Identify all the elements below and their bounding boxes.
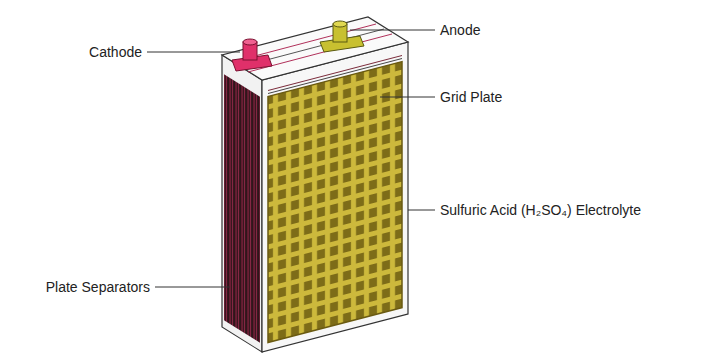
anode-terminal xyxy=(320,21,364,52)
part-label: Cathode xyxy=(89,44,142,61)
leader-line xyxy=(380,97,435,98)
leader-line xyxy=(408,210,435,211)
leader-line xyxy=(350,30,435,31)
leader-line xyxy=(147,52,240,53)
part-label: Plate Separators xyxy=(46,279,150,296)
part-label: Anode xyxy=(440,22,480,39)
leader-line xyxy=(155,287,230,288)
cathode-terminal xyxy=(232,39,272,71)
part-label: Sulfuric Acid (H₂SO₄) Electrolyte xyxy=(440,202,641,219)
top-face xyxy=(222,17,408,80)
part-label: Grid Plate xyxy=(440,89,502,106)
side-face xyxy=(222,55,262,352)
front-face xyxy=(262,42,408,352)
